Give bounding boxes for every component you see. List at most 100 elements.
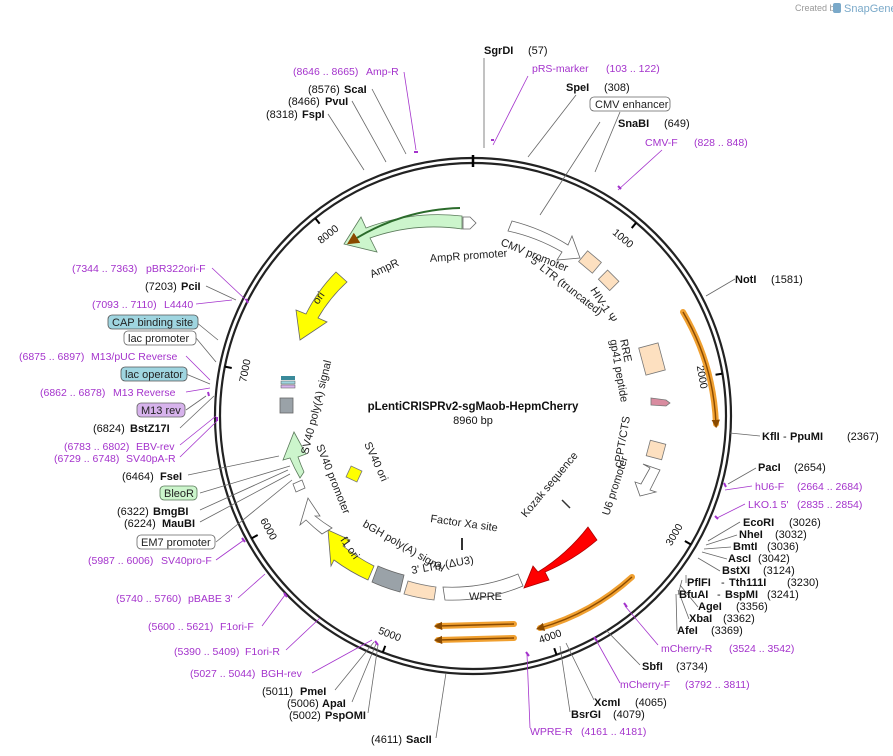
lac-marker-3	[280, 384, 296, 389]
site-hu6f-pos: (2664 .. 2684)	[797, 481, 862, 493]
orf-arc-2-inner	[535, 576, 633, 631]
site-ampr-name: Amp-R	[366, 66, 399, 78]
cmv-promoter-arrow	[507, 220, 581, 261]
ampr-promoter-label: AmpR promoter	[429, 248, 508, 265]
site-ecori-pos: (3026)	[789, 517, 821, 529]
site-sbfi-name: SbfI	[642, 661, 663, 673]
site-apai-name: ApaI	[322, 698, 346, 710]
site-pcii-pos: (7203)	[145, 281, 177, 293]
rre-label: RRE	[617, 338, 634, 363]
site-cap-name: CAP binding site	[112, 317, 193, 329]
site-pflfi-name: PflFI	[687, 577, 711, 589]
site-agei-pos: (3356)	[736, 601, 768, 613]
site-bfuai-pos: (3241)	[767, 589, 799, 601]
site-fsei-name: FseI	[160, 471, 182, 483]
ltr3-box	[403, 580, 437, 601]
ampr-label: AmpR	[368, 257, 401, 281]
wpre-box	[442, 573, 524, 601]
site-sv40par-pos: (6729 .. 6748)	[54, 453, 119, 465]
orf-bar-3-inner	[433, 621, 515, 631]
cap-box	[107, 314, 199, 330]
site-bghrev-name: BGH-rev	[261, 668, 303, 680]
site-pmei-pos: (5011)	[262, 686, 293, 698]
site-fspi-pos: (8318)	[266, 109, 298, 121]
site-spei-name: SpeI	[566, 82, 589, 94]
sv40-promoter-arrow	[299, 497, 333, 535]
sv40pro-label: SV40 promoter	[313, 443, 352, 516]
site-bstxi-name: BstXI	[722, 565, 750, 577]
site-snabi-name: SnaBI	[618, 118, 649, 130]
site-pvui-name: PvuI	[325, 96, 348, 108]
plasmid-size: 8960 bp	[453, 415, 493, 427]
f1ori-arrow	[327, 529, 375, 581]
site-m13reverse-name: M13 Reverse	[113, 387, 176, 399]
tick-label-8000: 8000	[315, 223, 341, 247]
site-cmvf-pos: (828 .. 848)	[694, 137, 748, 149]
site-noti-pos: (1581)	[771, 274, 803, 286]
site-fsei-pos: (6464)	[122, 471, 154, 483]
ampr-orf	[346, 207, 461, 245]
site-labels: SgrDI (57) pRS-marker (103 .. 122) SpeI …	[19, 45, 879, 746]
site-paci-name: PacI	[758, 462, 781, 474]
site-m13reverse-pos: (6862 .. 6878)	[40, 387, 105, 399]
sv40ori-box	[345, 465, 363, 483]
sv40polya-box	[279, 397, 294, 414]
site-spei-pos: (308)	[604, 82, 630, 94]
feature-layer	[207, 139, 727, 657]
site-cmvf-name: CMV-F	[645, 137, 678, 149]
site-bsrgi-name: BsrGI	[571, 709, 601, 721]
site-sv40par-name: SV40pA-R	[126, 453, 176, 465]
site-bmgbi-pos: (6322)	[117, 506, 149, 518]
site-bfuai-name2: BspMI	[725, 589, 758, 601]
site-snabi-pos: (649)	[664, 118, 690, 130]
site-asci-name: AscI	[728, 553, 751, 565]
site-ecori-name: EcoRI	[743, 517, 774, 529]
site-bstz17i-pos: (6824)	[93, 423, 125, 435]
svg-text:-: -	[783, 431, 787, 443]
ampr-promoter-arrow	[462, 216, 477, 230]
em7-box	[136, 534, 216, 550]
sv40polya-label: SV40 poly(A) signal	[299, 359, 334, 456]
factorxa-label: Factor Xa site	[430, 513, 499, 534]
site-prs-pos: (103 .. 122)	[606, 63, 660, 75]
tick-5000	[381, 645, 387, 653]
site-sv40prof-pos: (5987 .. 6006)	[88, 555, 153, 567]
site-sgrdi-pos: (57)	[528, 45, 548, 57]
site-nhei-pos: (3032)	[775, 529, 807, 541]
site-asci-pos: (3042)	[758, 553, 790, 565]
site-m13rev-name: M13 rev	[141, 405, 181, 417]
site-nhei-name: NheI	[739, 529, 763, 541]
site-lacpro-name: lac promoter	[128, 333, 189, 345]
site-cmvenh-name: CMV enhancer	[595, 99, 669, 111]
site-f1orir-name: F1ori-R	[245, 646, 280, 658]
site-maubi-name: MauBI	[162, 518, 195, 530]
tick-label-7000: 7000	[237, 358, 253, 383]
em7-arrow	[292, 479, 306, 493]
bleor-arrow	[282, 431, 307, 479]
hiv-psi-box	[597, 269, 620, 292]
primer-markers	[207, 139, 727, 657]
site-sgrdi-name: SgrDI	[484, 45, 513, 57]
tick-6000	[251, 534, 259, 540]
site-maubi-pos: (6224)	[124, 518, 156, 530]
tick-label-1000: 1000	[610, 227, 636, 251]
site-bmgbi-name: BmgBI	[153, 506, 188, 518]
ltr5-box	[578, 250, 602, 274]
lacop-box	[120, 366, 188, 382]
orf-bar-4-inner	[433, 635, 515, 645]
site-f1orif-name: F1ori-F	[220, 621, 254, 633]
site-afei-name: AfeI	[677, 625, 698, 637]
tick-label-6000: 6000	[257, 516, 279, 542]
site-xbai-pos: (3362)	[723, 613, 755, 625]
mcherry-arrow	[523, 526, 598, 589]
ori-label: ori	[311, 290, 328, 307]
site-sacii-name: SacII	[406, 734, 432, 746]
site-prs-name: pRS-marker	[532, 63, 589, 75]
site-lacop-name: lac operator	[125, 369, 183, 381]
site-xcmi-name: XcmI	[594, 697, 620, 709]
site-pbabe-name: pBABE 3'	[188, 593, 233, 605]
site-sacii-pos: (4611)	[371, 734, 402, 746]
orf-arc-2	[537, 574, 635, 631]
ori-arrow	[295, 271, 348, 341]
bgh-box	[371, 565, 405, 593]
